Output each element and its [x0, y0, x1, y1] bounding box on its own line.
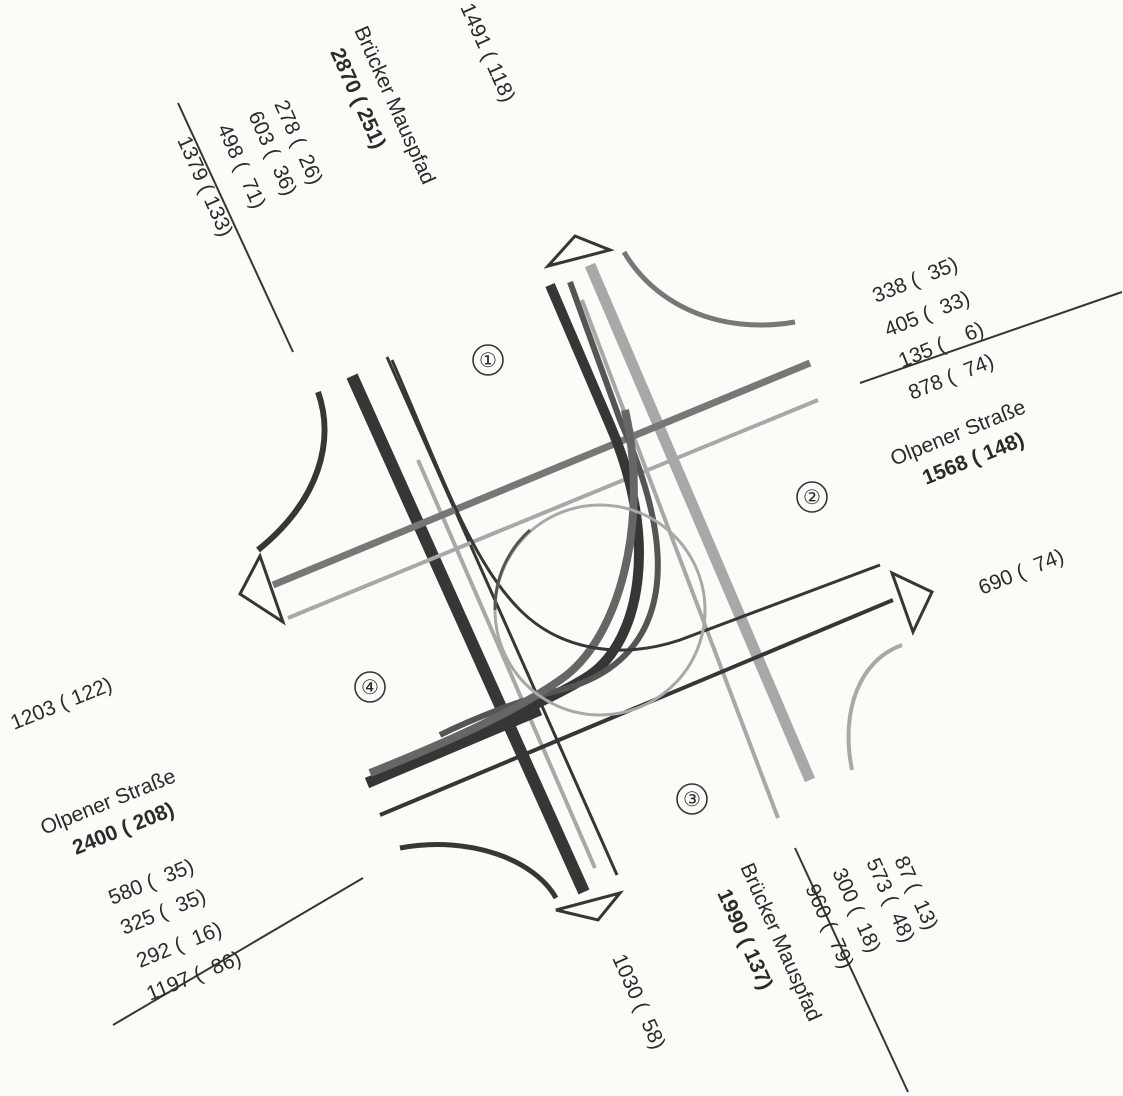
north-outflow: 1491 ( 118)	[455, 0, 519, 106]
mid-gray-diagonal	[368, 409, 638, 777]
corner-curve-north-east	[621, 250, 796, 328]
east-west-dark-thick-lower	[364, 704, 543, 789]
corner-curve-south-east	[846, 643, 903, 771]
east-west-light-line	[287, 398, 819, 620]
light-thin-line	[416, 459, 597, 869]
arrow-north-icon	[543, 234, 615, 269]
corner-curve-south-west	[399, 842, 559, 900]
east-west-mid-line	[271, 359, 812, 589]
corner-curve-north-west	[256, 391, 328, 553]
main-road-dark-line	[346, 373, 590, 895]
west-arm-labels: 1203 ( 122) Olpener Straße 2400 ( 208) 5…	[7, 673, 244, 1006]
zone-markers: ① ② ③ ④	[354, 344, 828, 815]
zone-2-circle	[796, 481, 828, 513]
roundabout-circle	[493, 503, 707, 717]
zone-3-label: ③	[683, 789, 701, 811]
right-turn-arc	[390, 359, 881, 652]
main-road-thin-line	[385, 356, 619, 876]
arrow-west-icon	[238, 552, 286, 626]
zone-1-label: ①	[479, 350, 497, 372]
arrow-east-icon	[889, 570, 934, 636]
gray-outbound-line	[580, 299, 780, 819]
arrow-south-icon	[555, 890, 625, 922]
zone-4-circle	[354, 671, 386, 703]
north-table-divider	[177, 102, 294, 353]
roundabout-arc-dark	[493, 528, 532, 611]
zone-2-label: ②	[803, 487, 821, 509]
zone-3-circle	[676, 783, 708, 815]
east-arm-labels: 338 ( 35) 405 ( 33) 135 ( 6) 878 ( 74) O…	[869, 253, 1067, 600]
south-outflow: 1030 ( 58)	[607, 951, 669, 1053]
zone-4-label: ④	[361, 677, 379, 699]
west-outflow: 1203 ( 122)	[7, 673, 115, 735]
east-table-divider	[859, 291, 1123, 384]
south-table-divider	[794, 847, 909, 1093]
east-outflow: 690 ( 74)	[975, 545, 1067, 600]
light-through-line	[584, 262, 816, 783]
south-arm-labels: 87 ( 13) 573 ( 48) 300 ( 18) 960 ( 79) B…	[607, 853, 942, 1053]
north-arm-labels: 1491 ( 118) Brücker Mauspfad 2870 ( 251)…	[172, 0, 519, 240]
road-network	[112, 102, 1123, 1093]
west-table-divider	[112, 877, 364, 1026]
zone-1-circle	[472, 344, 504, 376]
